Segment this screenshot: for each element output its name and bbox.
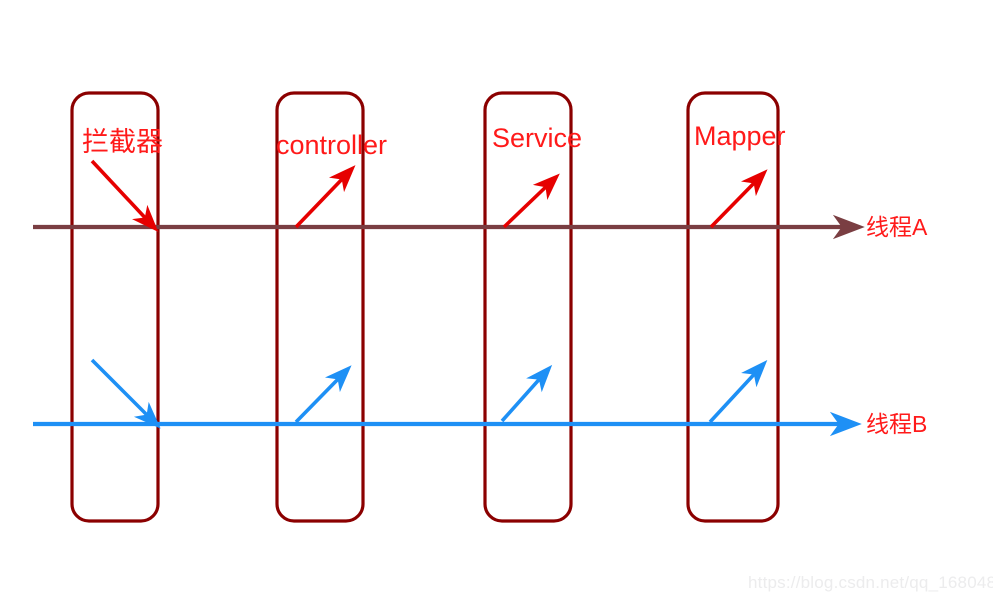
arrow-controller-up-a — [294, 165, 356, 229]
component-boxes — [70, 91, 780, 523]
thread-lane-lines — [33, 214, 865, 437]
box-mapper — [686, 91, 780, 523]
box-label-interceptor: 拦截器 — [82, 127, 163, 157]
thread-a-flow-arrows — [90, 159, 768, 232]
arrow-controller-up-b — [294, 365, 352, 424]
arrow-service-up-a — [502, 173, 560, 229]
lane-label-thread-a: 线程A — [866, 214, 928, 240]
box-label-mapper: Mapper — [694, 121, 786, 151]
arrow-mapper-up-a — [709, 169, 768, 229]
box-label-service: Service — [492, 123, 583, 153]
arrow-interceptor-in-b — [90, 358, 161, 429]
arrow-interceptor-in-a — [90, 159, 159, 232]
lane-label-thread-b: 线程B — [866, 411, 928, 437]
watermark-text: https://blog.csdn.net/qq_16804847 — [748, 573, 993, 592]
box-service — [483, 91, 573, 523]
arrow-service-up-b — [500, 364, 553, 423]
box-label-controller: controller — [276, 130, 388, 160]
arrow-mapper-up-b — [708, 360, 768, 424]
box-interceptor — [70, 91, 160, 523]
thread-b-flow-arrows — [90, 358, 768, 429]
box-controller — [275, 91, 365, 523]
